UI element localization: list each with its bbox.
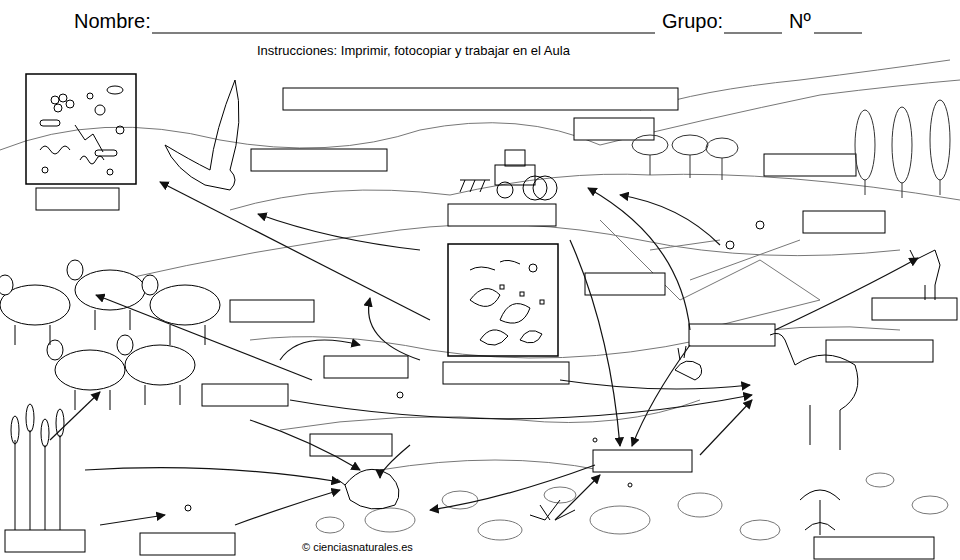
trees (632, 100, 950, 198)
tractor (460, 150, 557, 200)
copyright-note: © cienciasnaturales.es (300, 541, 415, 553)
landscape-lines (0, 60, 960, 540)
wheat (11, 404, 64, 530)
form-field-label: Grupo: (660, 10, 725, 32)
microbes-picture (26, 74, 136, 184)
food-chain-arrows (50, 182, 918, 525)
header-underlines (152, 32, 862, 33)
sheep-flock (0, 260, 220, 410)
eagle (165, 80, 239, 190)
leaf-litter-picture (448, 244, 558, 356)
instructions-note: Instrucciones: Imprimir, fotocopiar y tr… (255, 44, 572, 58)
form-field-label: Nº (787, 10, 813, 32)
form-field-label: Nombre: (72, 10, 153, 32)
answer-boxes (5, 88, 957, 559)
small-animals (185, 221, 940, 535)
